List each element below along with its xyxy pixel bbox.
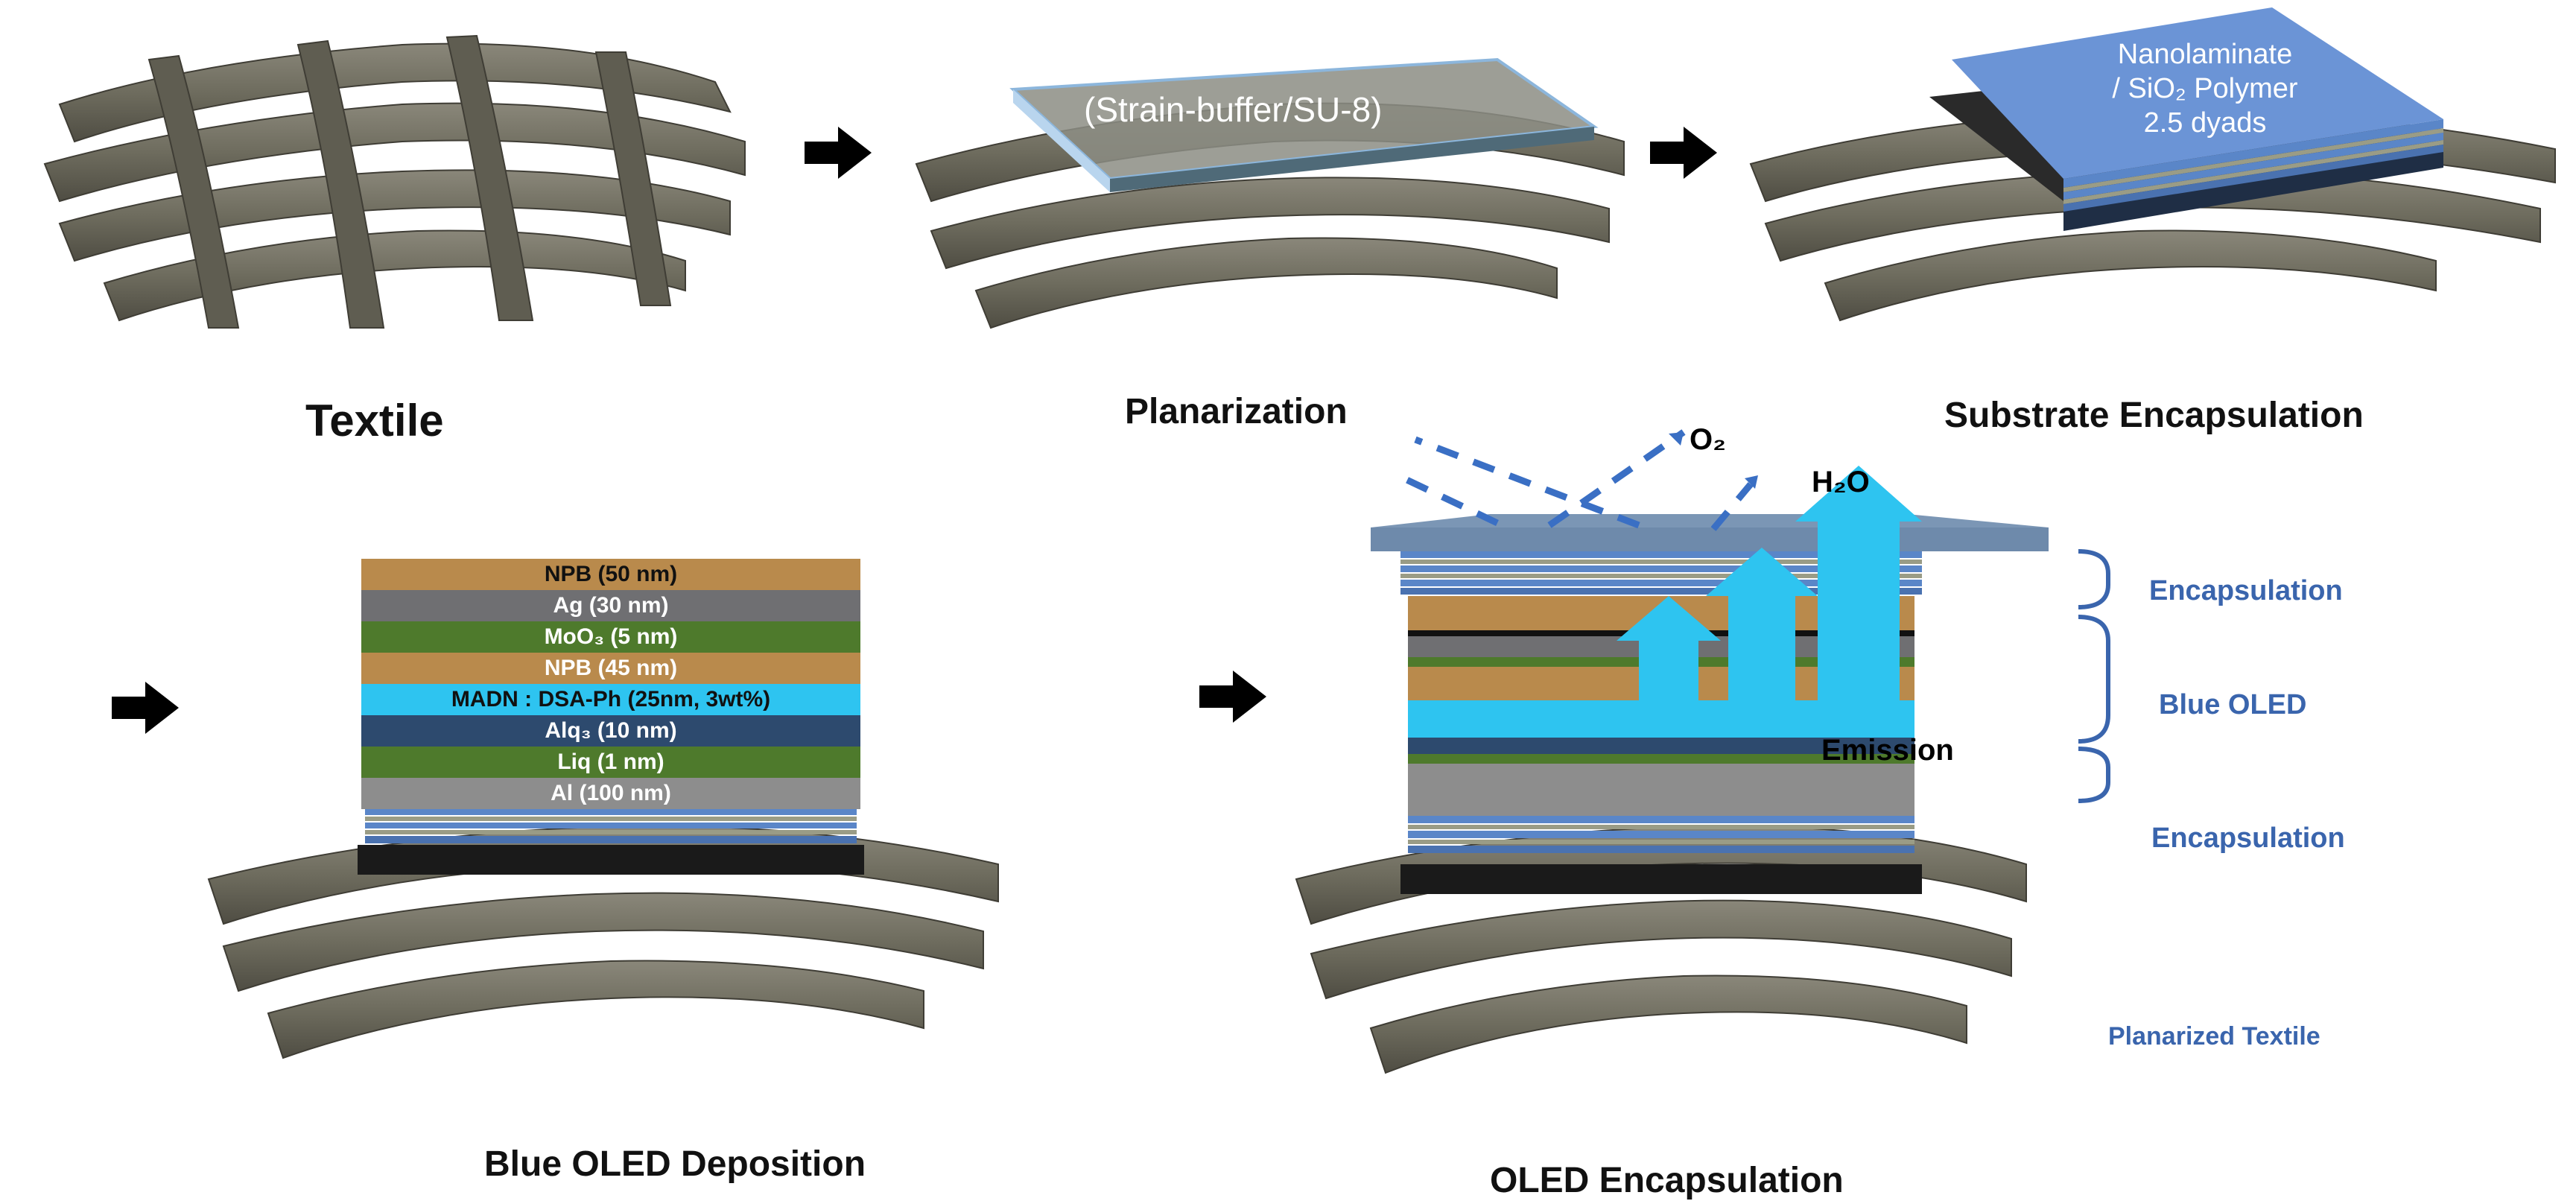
encapsulation-layer [365, 836, 857, 843]
arrow-right-icon [805, 127, 872, 179]
gas-permeation-lines [1399, 429, 1754, 531]
oled-layer [361, 653, 860, 684]
encapsulation-layer [365, 809, 857, 815]
emission-arrow-icon [1617, 596, 1721, 715]
oled-layer-label: Al (100 nm) [551, 781, 671, 805]
sio2-top-layer [1952, 7, 2443, 179]
nanolaminate-stack [2063, 119, 2443, 212]
encapsulation-layer [365, 830, 857, 834]
step-label-planarization: Planarization [1125, 392, 1348, 431]
encapsulated-oled-illustration [1295, 429, 2110, 1074]
emission-arrow-icon [1795, 466, 1922, 715]
oled-layer-label: NPB (45 nm) [544, 656, 678, 680]
label-bottom-encapsulation: Encapsulation [2151, 823, 2345, 854]
bracket-blue-oled [2078, 615, 2110, 744]
bottom-encapsulation-layers [1408, 816, 1914, 853]
stack-brackets [2078, 549, 2110, 803]
substrate-base [358, 845, 864, 875]
encapsulation-layer [365, 823, 857, 828]
blue-oled-stack-illustration [207, 559, 999, 1059]
nanolaminate-annotation: Nanolaminate / SiO₂ Polymer 2.5 dyads [2093, 37, 2317, 140]
label-planarized-textile: Planarized Textile [2108, 1022, 2320, 1051]
oled-layer [361, 559, 860, 590]
planarized-textile-illustration [915, 57, 1625, 329]
emission-arrow-icon [1706, 548, 1818, 715]
gas-label-o2: O₂ [1690, 423, 1726, 456]
annotation-line: Nanolaminate [2117, 39, 2293, 70]
step-label-blue-oled-deposition: Blue OLED Deposition [484, 1144, 866, 1184]
emission-arrows [1617, 466, 1922, 715]
oled-layer-label: Liq (1 nm) [557, 750, 664, 774]
step-label-oled-encapsulation: OLED Encapsulation [1490, 1161, 1844, 1200]
oled-layer-label: NPB (50 nm) [544, 562, 678, 586]
gas-label-h2o: H₂O [1812, 466, 1870, 498]
oled-layer-label: MoO₃ (5 nm) [544, 624, 678, 649]
oled-layer [361, 715, 860, 747]
arrow-right-icon [112, 682, 179, 734]
o2-arrowhead-icon [1669, 432, 1684, 446]
bracket-bottom-encapsulation [2078, 747, 2110, 803]
label-blue-oled: Blue OLED [2159, 689, 2307, 720]
label-top-encapsulation: Encapsulation [2149, 575, 2343, 606]
oled-layer-label: Ag (30 nm) [553, 593, 669, 618]
oled-layer-label: MADN : DSA-Ph (25nm, 3wt%) [451, 687, 771, 712]
emission-label: Emission [1821, 734, 1954, 767]
oled-layer [361, 684, 860, 715]
arrow-right-icon [1650, 127, 1717, 179]
substrate-encapsulation-illustration [1749, 7, 2556, 322]
oled-layer [361, 747, 860, 778]
step-label-textile: Textile [305, 396, 444, 446]
textile-weave-illustration [43, 34, 746, 329]
oled-layer-stack [361, 559, 860, 809]
bracket-top-encapsulation [2078, 549, 2110, 609]
annotation-line: / SiO₂ Polymer [2112, 73, 2298, 104]
encapsulation-layer [365, 817, 857, 821]
top-encapsulation-layers [1400, 551, 1922, 595]
oled-layer [361, 590, 860, 621]
su8-annotation: (Strain-buffer/SU-8) [1084, 90, 1383, 129]
weave-pattern [43, 34, 746, 329]
oled-base-encapsulation [358, 809, 864, 875]
oled-layer [361, 778, 860, 809]
step-label-substrate-encapsulation: Substrate Encapsulation [1944, 396, 2364, 435]
h2o-arrowhead-icon [1745, 475, 1758, 489]
annotation-line: 2.5 dyads [2143, 107, 2267, 139]
arrow-right-icon [1199, 671, 1266, 723]
oled-layer [361, 621, 860, 653]
oled-layer-label: Alq₃ (10 nm) [545, 718, 677, 743]
